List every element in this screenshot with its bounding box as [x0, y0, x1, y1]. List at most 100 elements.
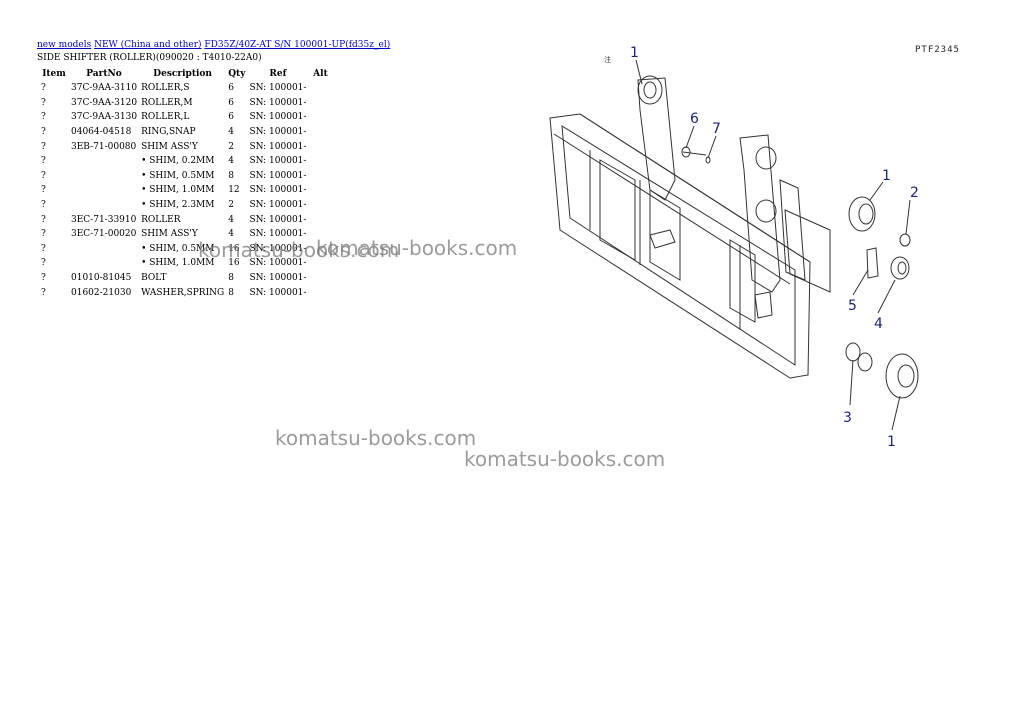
cell-desc: • SHIM, 0.5MM [141, 170, 215, 181]
cell-qty: 16 [228, 243, 240, 254]
cell-item: ? [41, 185, 46, 196]
picture-number: PTF2345 [915, 45, 960, 55]
watermark-1: komatsu-books.com [198, 238, 400, 262]
cell-part: 37C-9AA-3130 [71, 112, 138, 123]
callout-number: 5 [848, 298, 857, 314]
cell-item: ? [41, 243, 46, 254]
cell-item: ? [41, 97, 46, 108]
cell-item: ? [41, 156, 46, 167]
cell-desc: • SHIM, 0.5MM [141, 243, 215, 254]
cell-part [69, 183, 139, 198]
cell-alt [308, 212, 332, 227]
cell-ref: SN: 100001- [249, 273, 307, 284]
cell-qty: 16 [228, 258, 240, 269]
cell-item: ? [41, 83, 46, 94]
cell-alt [308, 125, 332, 140]
cell-desc: • SHIM, 1.0MM [141, 185, 215, 196]
callout-number: 4 [874, 316, 883, 332]
breadcrumb-link-model[interactable]: FD35Z/40Z-AT S/N 100001-UP(fd35z_el) [204, 40, 391, 50]
cell-ref: SN: 100001- [249, 214, 307, 225]
cell-ref: SN: 100001- [249, 200, 307, 211]
callout-number: 6 [690, 111, 699, 127]
header-item: Item [42, 68, 66, 79]
callout-number: 1 [882, 168, 891, 184]
cell-desc: SHIM ASS'Y [141, 229, 198, 240]
cell-part: 3EC-71-00020 [71, 229, 137, 240]
cell-part: 3EC-71-33910 [71, 214, 137, 225]
cell-ref: SN: 100001- [249, 258, 307, 269]
cell-item: ? [41, 287, 46, 298]
cell-item: ? [41, 170, 46, 181]
diagram-label-jp: 注 [604, 55, 611, 64]
cell-alt [308, 81, 332, 96]
cell-qty: 4 [228, 127, 234, 138]
cell-qty: 8 [228, 170, 234, 181]
watermark-4: komatsu-books.com [464, 447, 666, 471]
header-ref: Ref [269, 68, 287, 79]
cell-ref: SN: 100001- [249, 112, 307, 123]
cell-alt [308, 154, 332, 169]
cell-qty: 2 [228, 200, 234, 211]
cell-desc: • SHIM, 0.2MM [141, 156, 215, 167]
callout-number: 2 [910, 185, 919, 201]
cell-desc: SHIM ASS'Y [141, 141, 198, 152]
cell-alt [308, 110, 332, 125]
cell-ref: SN: 100001- [249, 229, 307, 240]
cell-ref: SN: 100001- [249, 97, 307, 108]
cell-item: ? [41, 112, 46, 123]
cell-alt [308, 139, 332, 154]
cell-part [69, 169, 139, 184]
cell-alt [308, 183, 332, 198]
cell-qty: 4 [228, 214, 234, 225]
breadcrumb-link-new-models[interactable]: new models [37, 40, 92, 50]
header-qty: Qty [228, 68, 246, 79]
cell-qty: 4 [228, 229, 234, 240]
cell-alt [308, 198, 332, 213]
slider-arm-right [739, 134, 781, 293]
cell-ref: SN: 100001- [249, 287, 307, 298]
cell-alt [308, 169, 332, 184]
header-alt: Alt [313, 68, 328, 79]
slider-arm-left [637, 77, 676, 201]
header-description: Description [153, 68, 212, 79]
callout-number: 3 [843, 410, 852, 426]
cell-ref: SN: 100001- [249, 156, 307, 167]
cell-item: ? [41, 214, 46, 225]
cell-ref: SN: 100001- [249, 243, 307, 254]
cell-part: 01602-21030 [71, 287, 132, 298]
cell-part: 37C-9AA-3120 [71, 97, 138, 108]
cell-qty: 6 [228, 97, 234, 108]
cell-desc: ROLLER,M [141, 97, 193, 108]
cell-ref: SN: 100001- [249, 185, 307, 196]
cell-item: ? [41, 127, 46, 138]
callout-number: 1 [630, 45, 639, 61]
cell-desc: ROLLER,S [141, 83, 190, 94]
cell-qty: 6 [228, 83, 234, 94]
cell-desc: • SHIM, 2.3MM [141, 200, 215, 211]
cell-part [69, 242, 139, 257]
watermark-2: komatsu-books.com [316, 236, 518, 260]
table-row: ? • SHIM, 2.3MM 2 SN: 100001- [37, 198, 332, 213]
cell-alt [308, 271, 332, 286]
breadcrumb-link-region[interactable]: NEW (China and other) [94, 40, 202, 50]
watermark-3: komatsu-books.com [275, 426, 477, 450]
breadcrumb: new models NEW (China and other) FD35Z/4… [37, 40, 390, 50]
cell-desc: ROLLER [141, 214, 181, 225]
roller-icon [848, 196, 876, 232]
cell-item: ? [41, 258, 46, 269]
cell-qty: 12 [228, 185, 240, 196]
cell-item: ? [41, 200, 46, 211]
cell-part [69, 198, 139, 213]
cell-qty: 4 [228, 156, 234, 167]
cell-alt [308, 285, 332, 300]
table-header-row: Item PartNo Description Qty Ref Alt [37, 66, 332, 81]
